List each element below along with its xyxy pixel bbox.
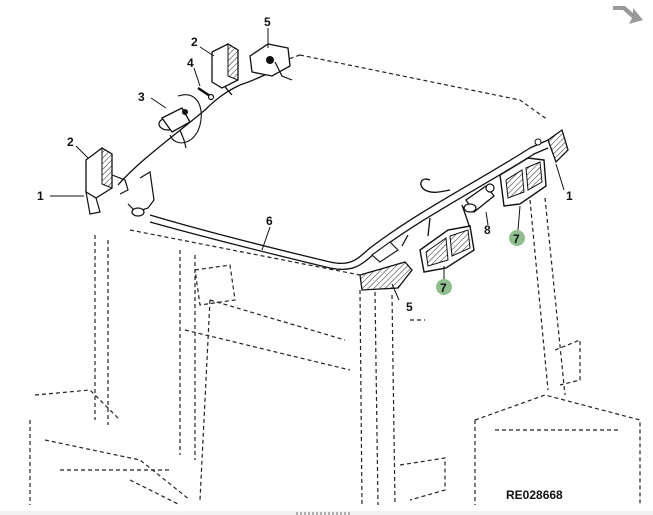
callout-7-right: 7 (513, 232, 520, 246)
wiring-harness (117, 69, 549, 270)
cab-outline (29, 54, 641, 506)
screw (197, 86, 215, 101)
right-marker-light (534, 128, 569, 164)
callout-5-bottom: 5 (406, 300, 413, 314)
callout-2-upper: 2 (191, 35, 198, 49)
callout-7-left-badge (436, 279, 452, 295)
beacon-bulb (463, 183, 495, 213)
top-rear-light (249, 43, 293, 81)
leader-lines (50, 28, 565, 301)
callout-8: 8 (484, 223, 491, 237)
bulb-assembly (158, 94, 202, 149)
callout-7-right-badge (509, 230, 525, 246)
figure-reference-code: RE028668 (506, 488, 563, 502)
arrow-right-down-icon[interactable] (611, 4, 645, 26)
upper-work-light (211, 43, 239, 89)
scroll-handle[interactable] (296, 512, 352, 515)
work-light-cluster-right (499, 157, 547, 207)
callout-6: 6 (266, 214, 273, 228)
callout-5-top: 5 (264, 15, 271, 29)
callout-4: 4 (187, 56, 194, 70)
front-light-lower (359, 241, 413, 291)
callout-3: 3 (138, 90, 145, 104)
work-light-cluster-left (419, 225, 475, 273)
callout-2-left: 2 (67, 135, 74, 149)
callout-1-right: 1 (566, 189, 573, 203)
callout-1-left: 1 (37, 189, 44, 203)
callout-7-left: 7 (440, 281, 447, 295)
left-work-light (85, 147, 155, 217)
